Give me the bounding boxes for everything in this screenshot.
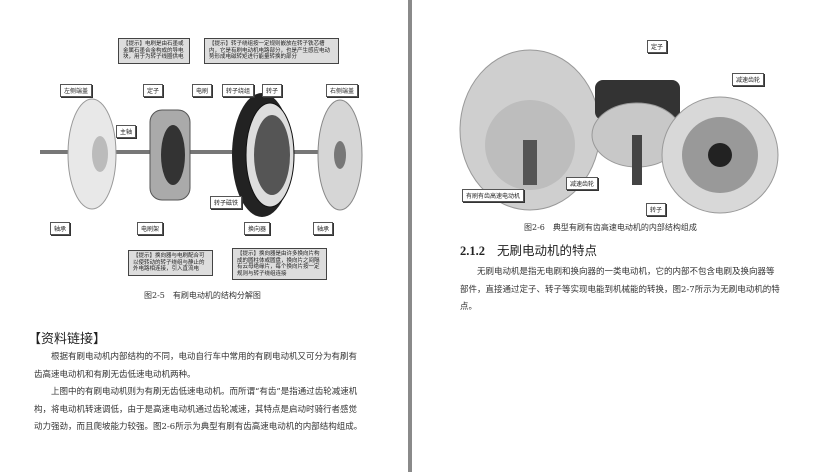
paragraph: 无刷电动机是指无电刷和换向器的一类电动机，它的内部不包含电刷及换向器等部件，直接…: [460, 267, 780, 312]
label-rotor-magnet: 转子磁铁: [210, 196, 243, 209]
label-geared-brush-motor: 有刷有齿高速电动机: [462, 189, 525, 202]
right-cover-hub: [334, 141, 346, 169]
label-brush-holder: 电刷架: [137, 222, 164, 235]
label-reduction-gear: 减速齿轮: [566, 177, 599, 190]
label-left-end-cover: 左侧端盖: [60, 84, 93, 97]
label-rotor: 转子: [646, 203, 667, 216]
left-cover-hub: [92, 136, 108, 172]
section-title: 【资料链接】: [28, 332, 107, 347]
label-stator: 定子: [647, 40, 668, 53]
label-bearing-right: 轴承: [313, 222, 334, 235]
tip-commutator: 【提示】换向器是由许多换向片构成的圆柱体或圆盘，换向片之间隔有云母绝缘片，每个换…: [232, 248, 327, 280]
section-heading: 2.1.2 无刷电动机的特点: [460, 240, 597, 259]
tip-commutator-brush: 【提示】换向器与电刷配合可以使转动的转子绕组与静止的外电路相连接，引入直流电: [128, 250, 213, 276]
label-bearing-left: 轴承: [50, 222, 71, 235]
label-stator: 定子: [143, 84, 164, 97]
gear-center: [708, 143, 732, 167]
geared-motor-photo: [459, 49, 779, 214]
figure-caption-2-6: 图2-6 典型有刷有齿高速电动机的内部结构组成: [524, 223, 697, 232]
rotor-winding: [254, 115, 290, 195]
figure-caption-2-5: 图2-5 有刷电动机的结构分解图: [144, 291, 261, 300]
motor-shaft: [523, 140, 537, 185]
heading-number: 2.1.2: [460, 244, 485, 258]
page-divider: [408, 0, 412, 472]
tip-rotor-winding: 【提示】转子绕组按一定规则嵌放在转子铁芯槽内，它是有刷电动机电路部分，也是产生感…: [204, 38, 339, 64]
tip-brush: 【提示】电刷是由石墨或金属石墨合金构成的导电块，用于为转子线圈供电: [118, 38, 190, 64]
label-right-end-cover: 右侧端盖: [326, 84, 359, 97]
heading-text: 无刷电动机的特点: [497, 243, 598, 258]
gear-shaft: [632, 135, 642, 185]
stator-core: [161, 125, 185, 185]
label-rotor: 转子: [262, 84, 283, 97]
paragraph: 根据有刷电动机内部结构的不同，电动自行车中常用的有刷电动机又可分为有刷有齿高速电…: [34, 352, 358, 380]
label-brush: 电刷: [192, 84, 213, 97]
label-main-shaft: 主轴: [116, 125, 137, 138]
paragraph: 上图中的有刷电动机则为有刷无齿低速电动机。而所谓“有齿”是指通过齿轮减速机构，将…: [34, 387, 363, 432]
label-reduction-gear: 减速齿轮: [732, 73, 765, 86]
motor-exploded-diagram: [40, 93, 363, 217]
label-rotor-winding: 转子绕组: [222, 84, 255, 97]
label-commutator: 换向器: [244, 222, 271, 235]
